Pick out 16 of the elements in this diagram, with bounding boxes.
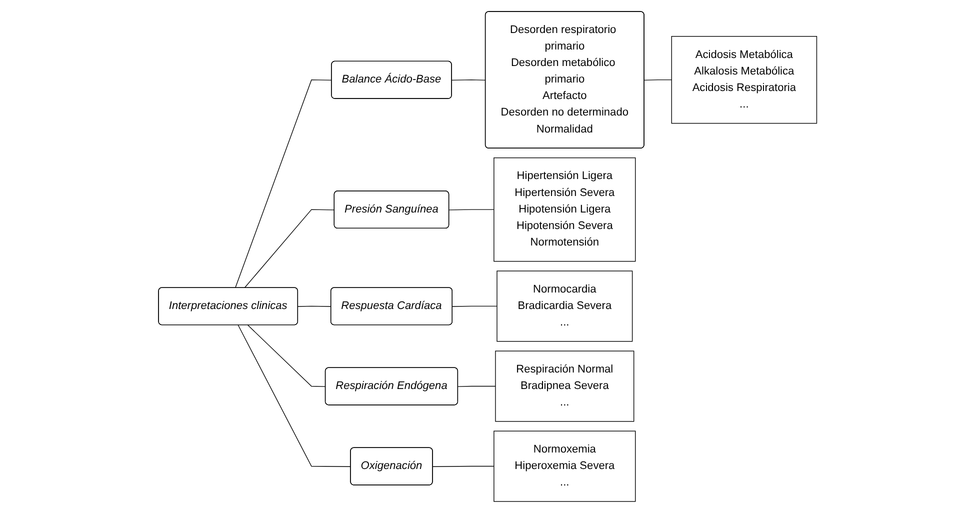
connector [452,306,498,307]
connector [235,79,332,288]
connector [244,209,336,288]
node-box: Normocardia Bradicardia Severa ... [497,270,634,342]
connector [458,386,496,387]
connector [248,324,326,387]
node-box: Acidosis Metabólica Alkalosis Metabólica Acidosis Respiratoria ... [672,36,818,124]
connector [452,80,486,81]
connector [238,324,352,467]
connector [298,306,332,307]
node-box: Respiración Normal Bradipnea Severa ... [496,350,635,422]
node-box: Normoxemia Hiperoxemia Severa ... [494,430,636,502]
node-box: Hipertensión Ligera Hipertensión Severa Hipotensión Ligera Hipotensión Severa Normotensión [494,157,636,262]
connector [644,80,672,81]
connector [449,209,495,210]
connector [432,466,495,467]
